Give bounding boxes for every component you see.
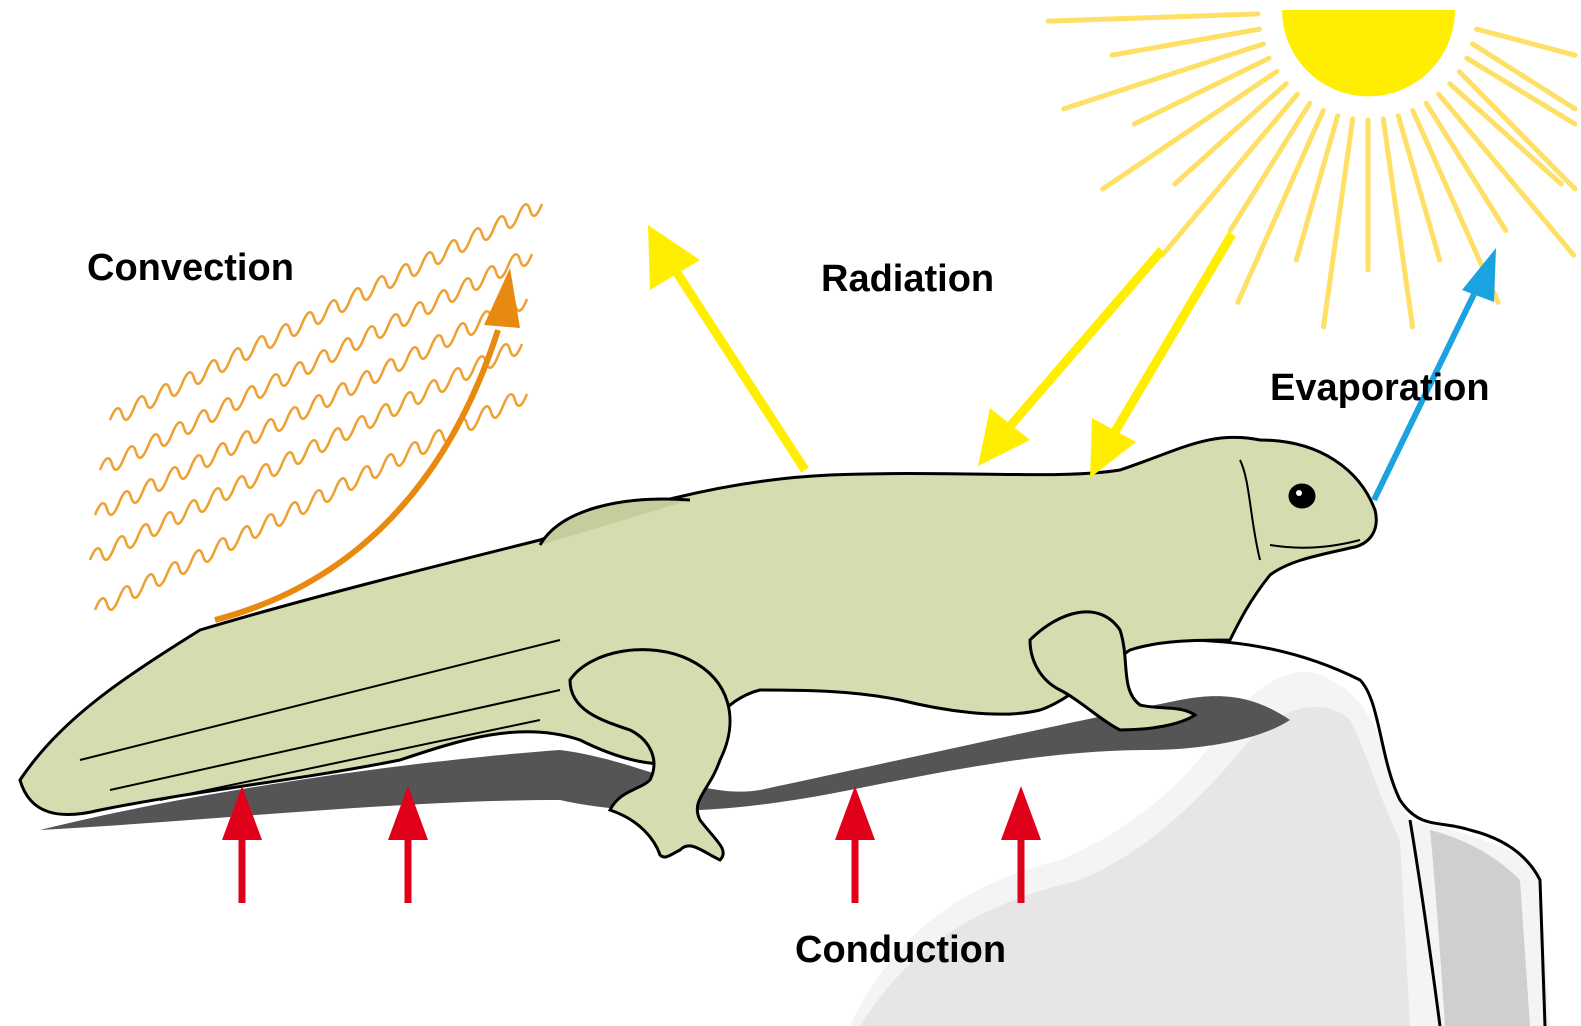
convection-wave — [95, 299, 527, 515]
radiation-arrow-out — [648, 225, 805, 470]
sun-ray — [1296, 116, 1337, 260]
convection-wave — [90, 344, 522, 560]
conduction-arrow — [835, 786, 875, 903]
label-convection: Convection — [87, 247, 294, 289]
sun-icon — [1048, 10, 1575, 327]
label-conduction: Conduction — [795, 929, 1006, 971]
sun-ray — [1476, 29, 1575, 55]
radiation-arrow-in-1 — [978, 250, 1162, 466]
label-radiation: Radiation — [821, 258, 994, 300]
sun-ray — [1048, 14, 1258, 21]
label-evaporation: Evaporation — [1270, 367, 1490, 409]
sun-ray — [1398, 116, 1439, 260]
